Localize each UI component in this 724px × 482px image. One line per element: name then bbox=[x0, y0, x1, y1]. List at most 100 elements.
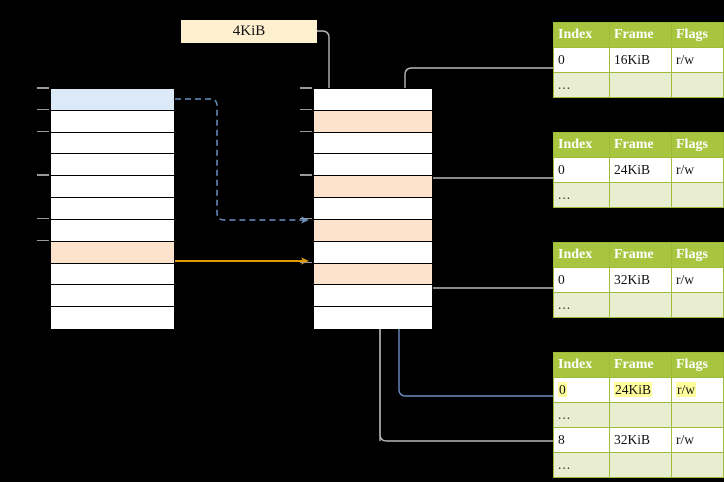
physical-frame-cell bbox=[314, 198, 432, 220]
physical-frame-cell bbox=[314, 307, 432, 329]
physical-frame-cell bbox=[314, 110, 432, 133]
address-tick bbox=[300, 87, 312, 89]
address-tick bbox=[300, 130, 312, 133]
table-cell bbox=[671, 72, 724, 98]
address-tick bbox=[37, 217, 49, 220]
table-cell bbox=[609, 182, 672, 208]
table-cell bbox=[609, 72, 672, 98]
column-header-index: Index bbox=[553, 242, 610, 268]
virtual-page-cell bbox=[51, 198, 174, 220]
table-cell: 16KiB bbox=[609, 47, 672, 73]
table-cell: r/w bbox=[671, 47, 724, 73]
table-row: ... bbox=[553, 292, 724, 318]
physical-frame-cell bbox=[314, 176, 432, 199]
table-cell bbox=[671, 292, 724, 318]
table-cell: 0 bbox=[553, 47, 610, 73]
table-row: ... bbox=[553, 402, 724, 428]
address-tick bbox=[300, 108, 312, 111]
table-cell bbox=[671, 452, 724, 478]
table-cell bbox=[671, 182, 724, 208]
address-tick bbox=[37, 130, 49, 133]
table-cell: ... bbox=[553, 182, 610, 208]
virtual-page-cell bbox=[51, 176, 174, 199]
column-header-frame: Frame bbox=[609, 22, 672, 48]
column-header-frame: Frame bbox=[609, 242, 672, 268]
physical-frame-cell bbox=[314, 154, 432, 177]
table-cell: r/w bbox=[671, 157, 724, 183]
table-cell: 24KiB bbox=[609, 157, 672, 183]
table-cell: r/w bbox=[671, 427, 724, 453]
table-cell bbox=[609, 292, 672, 318]
physical-frame-cell bbox=[314, 263, 432, 286]
address-tick bbox=[37, 174, 49, 176]
highlighted-value: 24KiB bbox=[614, 382, 653, 397]
table-cell: 24KiB bbox=[609, 377, 672, 403]
column-header-frame: Frame bbox=[609, 352, 672, 378]
table-cell: ... bbox=[553, 452, 610, 478]
virtual-page-cell bbox=[51, 132, 174, 155]
table-row: 0 24KiB r/w bbox=[553, 377, 724, 403]
table-cell bbox=[609, 452, 672, 478]
table-row: ... bbox=[553, 182, 724, 208]
column-header-flags: Flags bbox=[671, 352, 724, 378]
address-tick bbox=[37, 108, 49, 111]
physical-frame-cell bbox=[314, 285, 432, 308]
address-tick bbox=[300, 261, 312, 264]
wire-table2-to-frame bbox=[415, 177, 553, 224]
virtual-page-cell bbox=[51, 285, 174, 308]
table-row: ... bbox=[553, 72, 724, 98]
table-cell: 32KiB bbox=[609, 427, 672, 453]
column-header-flags: Flags bbox=[671, 22, 724, 48]
virtual-page-cell bbox=[51, 89, 174, 111]
highlighted-value: r/w bbox=[676, 382, 696, 397]
table-cell: 0 bbox=[553, 157, 610, 183]
column-header-frame: Frame bbox=[609, 132, 672, 158]
virtual-page-cell bbox=[51, 241, 174, 264]
physical-memory-column bbox=[313, 88, 433, 329]
address-tick bbox=[37, 239, 49, 242]
table-cell: 0 bbox=[553, 267, 610, 293]
table-cell: ... bbox=[553, 292, 610, 318]
virtual-page-cell bbox=[51, 219, 174, 242]
column-header-index: Index bbox=[553, 132, 610, 158]
column-header-flags: Flags bbox=[671, 132, 724, 158]
wire-virtual-to-physical-dashed bbox=[175, 98, 309, 224]
table-row: ... bbox=[553, 452, 724, 478]
address-tick bbox=[300, 174, 312, 176]
virtual-page-cell bbox=[51, 307, 174, 329]
table-cell: 8 bbox=[553, 427, 610, 453]
page-size-label-text: 4KiB bbox=[232, 23, 266, 39]
virtual-address-space-column bbox=[50, 88, 175, 329]
physical-frame-cell bbox=[314, 241, 432, 264]
table-cell bbox=[671, 402, 724, 428]
virtual-page-cell bbox=[51, 263, 174, 286]
column-header-index: Index bbox=[553, 352, 610, 378]
column-header-flags: Flags bbox=[671, 242, 724, 268]
address-tick bbox=[300, 217, 312, 220]
table-cell: r/w bbox=[671, 267, 724, 293]
page-size-label: 4KiB bbox=[181, 20, 317, 43]
physical-frame-cell bbox=[314, 132, 432, 155]
table-cell: 0 bbox=[553, 377, 610, 403]
physical-frame-cell bbox=[314, 219, 432, 242]
column-header-index: Index bbox=[553, 22, 610, 48]
physical-frame-cell bbox=[314, 89, 432, 111]
virtual-page-cell bbox=[51, 110, 174, 133]
table-cell: r/w bbox=[671, 377, 724, 403]
table-cell: 32KiB bbox=[609, 267, 672, 293]
address-tick bbox=[37, 87, 49, 89]
virtual-page-cell bbox=[51, 154, 174, 177]
